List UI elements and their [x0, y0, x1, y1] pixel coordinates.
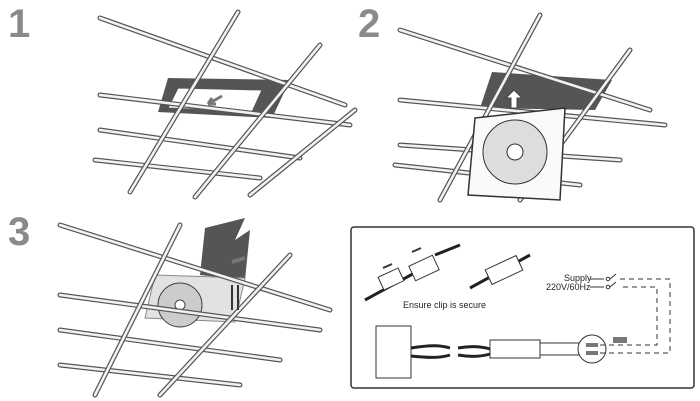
step3-removed-tile [200, 218, 250, 280]
arrow-down-icon [206, 94, 223, 106]
push-arrows-icon [382, 247, 422, 269]
plug-connector [489, 339, 541, 359]
terminal-block [577, 334, 607, 364]
connector-male [377, 267, 405, 291]
wiring-diagram [350, 226, 695, 389]
connector-female [408, 254, 440, 282]
step-number-3: 3 [8, 210, 31, 254]
step1-ceiling-grid [92, 9, 358, 200]
connector-joined [484, 254, 524, 286]
switch-icon [609, 273, 617, 288]
arrow-right-icon [231, 256, 246, 264]
step-number-1: 1 [8, 2, 31, 46]
supply-wires [600, 278, 671, 354]
step3-ceiling-grid [57, 218, 333, 398]
arrow-up-icon [504, 89, 524, 109]
step2-ceiling-grid [392, 12, 668, 203]
fan-junction-box [375, 325, 412, 379]
supply-label: Supply [564, 273, 592, 283]
clip-note: Ensure clip is secure [403, 300, 487, 310]
step-number-2: 2 [358, 2, 381, 46]
voltage-label: 220V/60Hz [546, 282, 591, 292]
